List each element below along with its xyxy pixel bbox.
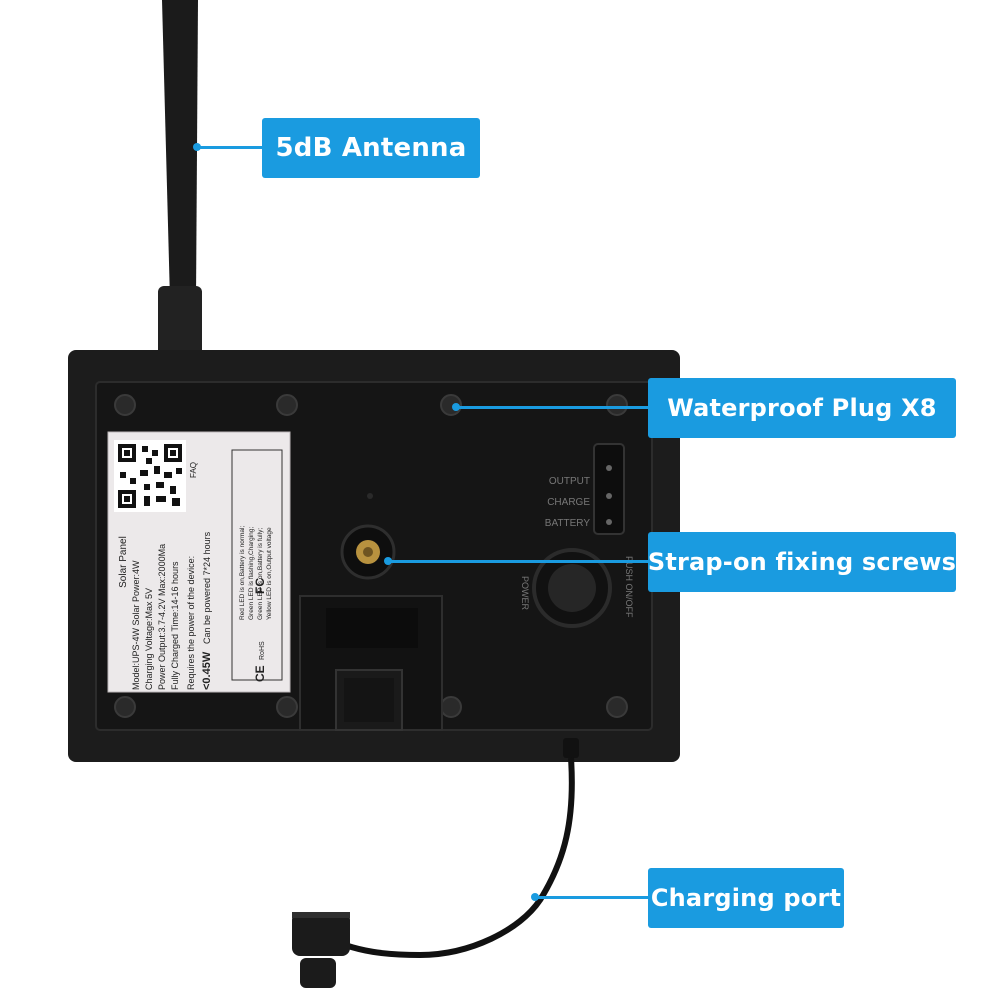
waterproof-plug-callout: Waterproof Plug X8: [648, 378, 956, 438]
mount-bracket: [299, 595, 443, 731]
sticker-line: Fully Charged Time:14-16 hours: [170, 561, 180, 690]
charging-port-callout: Charging port: [648, 868, 844, 928]
cert-rohs: RoHS: [259, 641, 266, 660]
sticker-line: Model:UPS-4W Solar Power:4W: [131, 560, 141, 690]
sticker-led-note: Green LED is on,Battery is fully;: [257, 528, 264, 620]
led-panel: [593, 443, 625, 535]
plug-leader: [458, 406, 648, 409]
port-leader: [536, 896, 648, 899]
fixing-screw: [340, 524, 396, 580]
sticker-led-note: Red LED is on,Battery is normal;: [239, 526, 246, 620]
sticker-power-value: <0.45W: [201, 651, 213, 690]
qr-code: [114, 440, 186, 512]
sticker-faq: FAQ: [189, 462, 198, 478]
screw-leader: [390, 560, 648, 563]
sticker-led-note: Yellow LED is on,Output voltage: [266, 527, 273, 620]
antenna-leader: [198, 146, 262, 149]
antenna-callout: 5dB Antenna: [262, 118, 480, 178]
led-label-output: OUTPUT: [549, 476, 590, 487]
sticker-line: Charging Voltage:Max 5V: [144, 588, 154, 690]
sticker-requirement: Requires the power of the device:: [186, 556, 196, 690]
sticker-line: Power Output:3.7-4.2V Max:2000Ma: [157, 544, 167, 690]
cert-fc: FC: [253, 578, 267, 594]
label-sticker: [107, 431, 291, 693]
sticker-title: Solar Panel: [118, 536, 129, 588]
sticker-power-text: Can be powered 7*24 hours: [202, 531, 212, 644]
switch-label: PUSH ON/OFF: [624, 556, 634, 618]
plug-pointer-dot: [452, 403, 460, 411]
strap-screws-callout: Strap-on fixing screws: [648, 532, 956, 592]
antenna: [158, 0, 202, 379]
charging-cable: [292, 738, 579, 988]
port-pointer-dot: [531, 893, 539, 901]
antenna-pointer-dot: [193, 143, 201, 151]
led-label-battery: BATTERY: [545, 518, 591, 529]
cert-ce: CE: [253, 665, 267, 682]
waterproof-plugs: [114, 394, 628, 718]
power-button: [532, 548, 612, 628]
screw-pointer-dot: [384, 557, 392, 565]
led-label-charge: CHARGE: [547, 497, 590, 508]
power-label: POWER: [520, 576, 530, 611]
sticker-led-note: Green LED is flashing,Charging;: [248, 527, 255, 620]
